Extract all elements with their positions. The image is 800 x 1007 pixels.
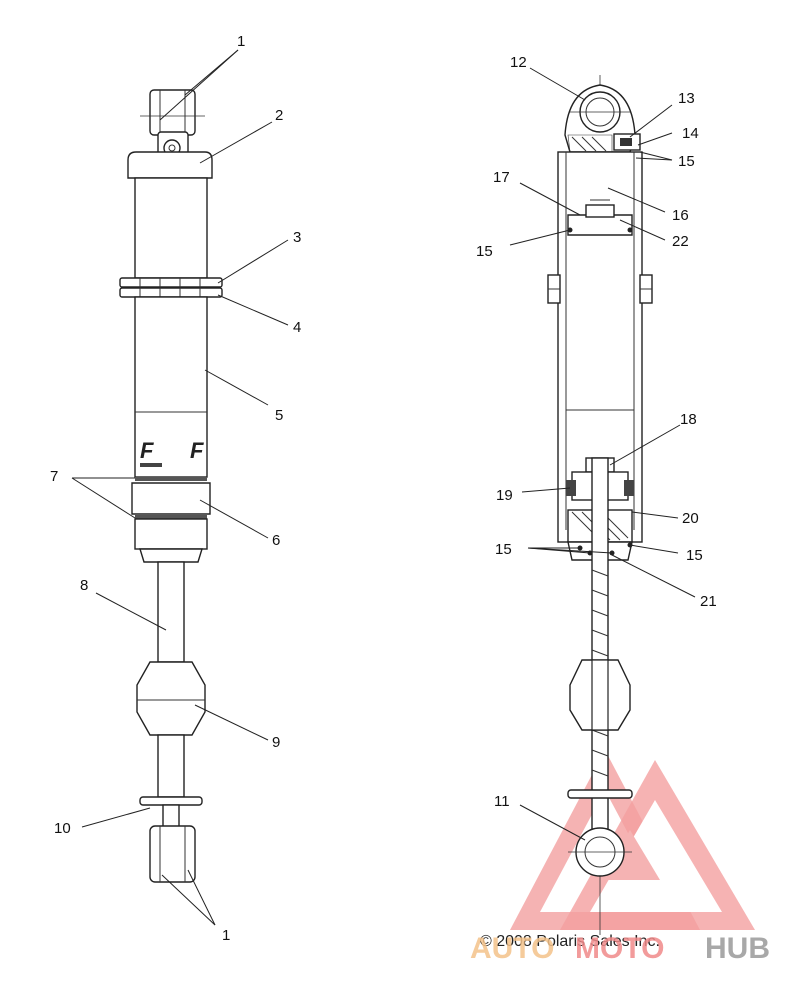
shaft <box>157 561 185 663</box>
callout-6: 6 <box>272 532 280 549</box>
callout-12: 12 <box>510 54 527 71</box>
shaft-threads <box>591 569 609 777</box>
piston-band-left <box>566 480 576 496</box>
section-washer <box>567 789 633 799</box>
leader-lines <box>71 49 696 926</box>
callout-3: 3 <box>293 229 301 246</box>
section-shaft <box>591 457 609 831</box>
seal-band-top <box>135 477 207 481</box>
callout-10: 10 <box>54 820 71 837</box>
o-ring-ifp-right <box>627 227 633 233</box>
callout-21: 21 <box>700 593 717 610</box>
lock-ring <box>119 287 223 298</box>
callout-15-left: 15 <box>495 541 512 558</box>
callout-1-top: 1 <box>237 33 245 50</box>
decal-logo: F <box>140 438 154 463</box>
callout-19: 19 <box>496 487 513 504</box>
callout-7: 7 <box>50 468 58 485</box>
ifp-screw <box>585 204 615 218</box>
callout-15-mid: 15 <box>476 243 493 260</box>
callout-22: 22 <box>672 233 689 250</box>
callout-9: 9 <box>272 734 280 751</box>
watermark-logo <box>510 750 755 930</box>
jounce-bumper <box>136 661 206 736</box>
bottom-out-bumper <box>139 548 203 563</box>
spring-adjuster-ring <box>119 277 223 288</box>
callout-14: 14 <box>682 125 699 142</box>
callout-13: 13 <box>678 90 695 107</box>
callout-8: 8 <box>80 577 88 594</box>
callout-labels: 1 2 3 4 5 6 7 8 9 10 1 12 13 14 15 17 16… <box>50 33 717 944</box>
callout-2: 2 <box>275 107 283 124</box>
upper-body <box>134 177 208 279</box>
callout-16: 16 <box>672 207 689 224</box>
callout-15-right: 15 <box>686 547 703 564</box>
watermark-wordmark: AUTO MOTO HUB <box>470 932 770 965</box>
ifp-piston <box>567 214 633 236</box>
watermark-auto: AUTO <box>470 932 554 965</box>
callout-4: 4 <box>293 319 301 336</box>
callout-20: 20 <box>682 510 699 527</box>
decal-logo-2: F <box>190 438 204 463</box>
callout-18: 18 <box>680 411 697 428</box>
callout-17: 17 <box>493 169 510 186</box>
shaft-lower <box>157 734 185 798</box>
top-bushing <box>149 89 196 136</box>
seal-band-bottom <box>135 515 207 519</box>
shock-body <box>134 296 208 478</box>
bearing-cap <box>131 482 211 515</box>
rod-end-neck <box>162 804 180 828</box>
washer <box>139 796 203 806</box>
bottom-bushing <box>149 825 196 883</box>
watermark-hub: HUB <box>705 932 770 965</box>
decal-stripe <box>140 463 162 467</box>
callout-11: 11 <box>494 793 510 810</box>
callout-1-bottom: 1 <box>222 927 230 944</box>
callout-15-top: 15 <box>678 153 695 170</box>
watermark-moto: MOTO <box>575 932 664 965</box>
reservoir-cap <box>127 151 213 179</box>
piston-band-right <box>624 480 634 496</box>
left-shock-assembly: F F <box>119 89 223 883</box>
copyright-text: © 2008 Polaris Sales Inc. <box>480 933 660 950</box>
valve-core <box>620 138 632 146</box>
callout-5: 5 <box>275 407 283 424</box>
seal-housing <box>134 518 208 550</box>
right-shock-section <box>547 75 653 935</box>
